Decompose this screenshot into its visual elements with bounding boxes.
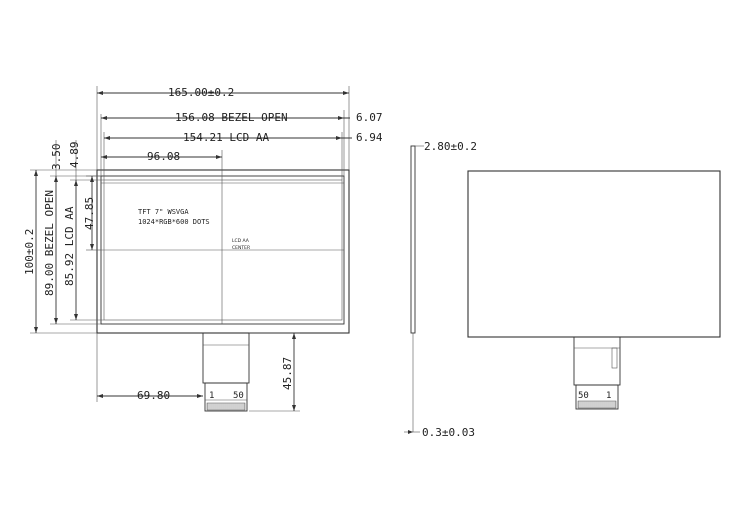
dim-center-x: 96.08	[101, 150, 223, 176]
dim-lcd-aa-width: 154.21 LCD AA 6.94	[103, 131, 383, 180]
dim-fpc-thickness: 0.3±0.03	[422, 426, 475, 439]
dim-lcd-aa-height: 85.92 LCD AA	[63, 179, 104, 321]
dim-height-overall: 100±0.2	[23, 169, 97, 334]
svg-text:96.08: 96.08	[147, 150, 180, 163]
fpc-pins-back	[577, 400, 617, 409]
svg-text:100±0.2: 100±0.2	[23, 229, 36, 275]
aa-center-label-2: CENTER	[232, 245, 250, 251]
fpc-front: 1 50	[202, 332, 250, 412]
svg-text:89.00 BEZEL OPEN: 89.00 BEZEL OPEN	[43, 190, 56, 296]
svg-text:165.00±0.2: 165.00±0.2	[168, 86, 234, 99]
panel-type-label: TFT 7" WSVGA	[138, 208, 189, 216]
back-pin-last: 1	[606, 391, 611, 401]
dim-thickness: 2.80±0.2	[424, 140, 477, 153]
side-view: 2.80±0.2 0.3±0.03	[404, 140, 477, 439]
dim-width-overall: 165.00±0.2	[96, 86, 350, 170]
back-pin-first: 50	[578, 391, 589, 401]
dim-right-offset-2: 6.94	[356, 131, 383, 144]
dim-top-offsets: 3.50 4.89	[50, 140, 81, 180]
module-outline	[96, 169, 350, 334]
svg-text:156.08 BEZEL OPEN: 156.08 BEZEL OPEN	[175, 111, 288, 124]
fpc-pin-last: 50	[233, 391, 244, 401]
svg-text:69.80: 69.80	[137, 389, 170, 402]
back-outline	[467, 170, 721, 338]
svg-text:4.89: 4.89	[68, 142, 81, 169]
svg-text:85.92 LCD AA: 85.92 LCD AA	[63, 206, 76, 286]
fpc-pin-first: 1	[209, 391, 214, 401]
dim-bezel-open-width: 156.08 BEZEL OPEN 6.07	[100, 110, 383, 176]
aa-center-label-1: LCD AA	[232, 238, 250, 244]
front-view: TFT 7" WSVGA 1024*RGB*600 DOTS LCD AA CE…	[23, 86, 383, 412]
dim-fpc-length: 45.87	[249, 332, 300, 412]
svg-text:154.21 LCD AA: 154.21 LCD AA	[183, 131, 269, 144]
fpc-back: 50 1	[573, 336, 621, 410]
dim-center-y: 47.85	[83, 175, 101, 251]
back-view: 50 1	[467, 170, 721, 410]
fpc-pins-front	[206, 402, 246, 411]
svg-text:3.50: 3.50	[50, 144, 63, 171]
side-profile	[410, 145, 416, 334]
panel-resolution-label: 1024*RGB*600 DOTS	[138, 218, 210, 226]
dim-fpc-x: 69.80	[96, 333, 203, 402]
svg-text:47.85: 47.85	[83, 197, 96, 230]
dim-right-offset-1: 6.07	[356, 111, 383, 124]
svg-text:45.87: 45.87	[281, 357, 294, 390]
